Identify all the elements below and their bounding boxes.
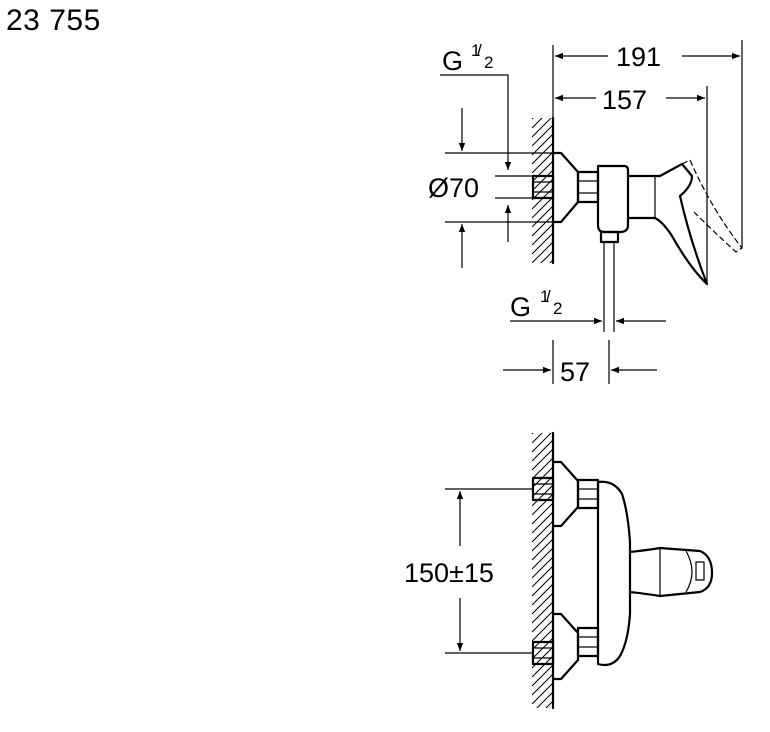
- lever-handle: [626, 162, 709, 286]
- dim-total-length: 191: [616, 42, 661, 72]
- wall-front: [532, 431, 555, 710]
- inlet-lower: [531, 612, 600, 681]
- side-view: G 1 / 2 Ø70 191 157 G 1 / 2: [428, 40, 743, 387]
- front-view: 150±15: [404, 431, 714, 710]
- rosette: [551, 151, 580, 224]
- dim-outlet-offset: 57: [560, 357, 590, 387]
- svg-text:/: /: [546, 287, 551, 306]
- hex-nut: [576, 170, 600, 204]
- product-code: 23 755: [6, 4, 101, 37]
- outlet-connector: [599, 230, 620, 332]
- dim-diameter: Ø70: [428, 173, 479, 203]
- thread-label-top: G 1 / 2: [442, 41, 493, 76]
- svg-text:1: 1: [540, 287, 549, 306]
- wall-side: [532, 116, 555, 265]
- svg-text:/: /: [477, 41, 482, 60]
- lever-handle-front: [628, 546, 714, 598]
- dim-inlet-spacing: 150±15: [404, 558, 494, 588]
- svg-text:2: 2: [484, 53, 493, 72]
- mixer-body: [596, 164, 630, 234]
- svg-text:G: G: [510, 292, 531, 322]
- dim-body-length: 157: [602, 85, 647, 115]
- svg-text:1: 1: [471, 41, 480, 60]
- inlet-upper: [531, 460, 600, 528]
- thread-label-bottom: G 1 / 2: [510, 287, 562, 322]
- inlet-connector: [531, 174, 555, 200]
- lever-swing-outline: [681, 159, 743, 253]
- svg-text:2: 2: [553, 299, 562, 318]
- mixer-body-front: [596, 480, 632, 667]
- svg-text:G: G: [442, 46, 463, 76]
